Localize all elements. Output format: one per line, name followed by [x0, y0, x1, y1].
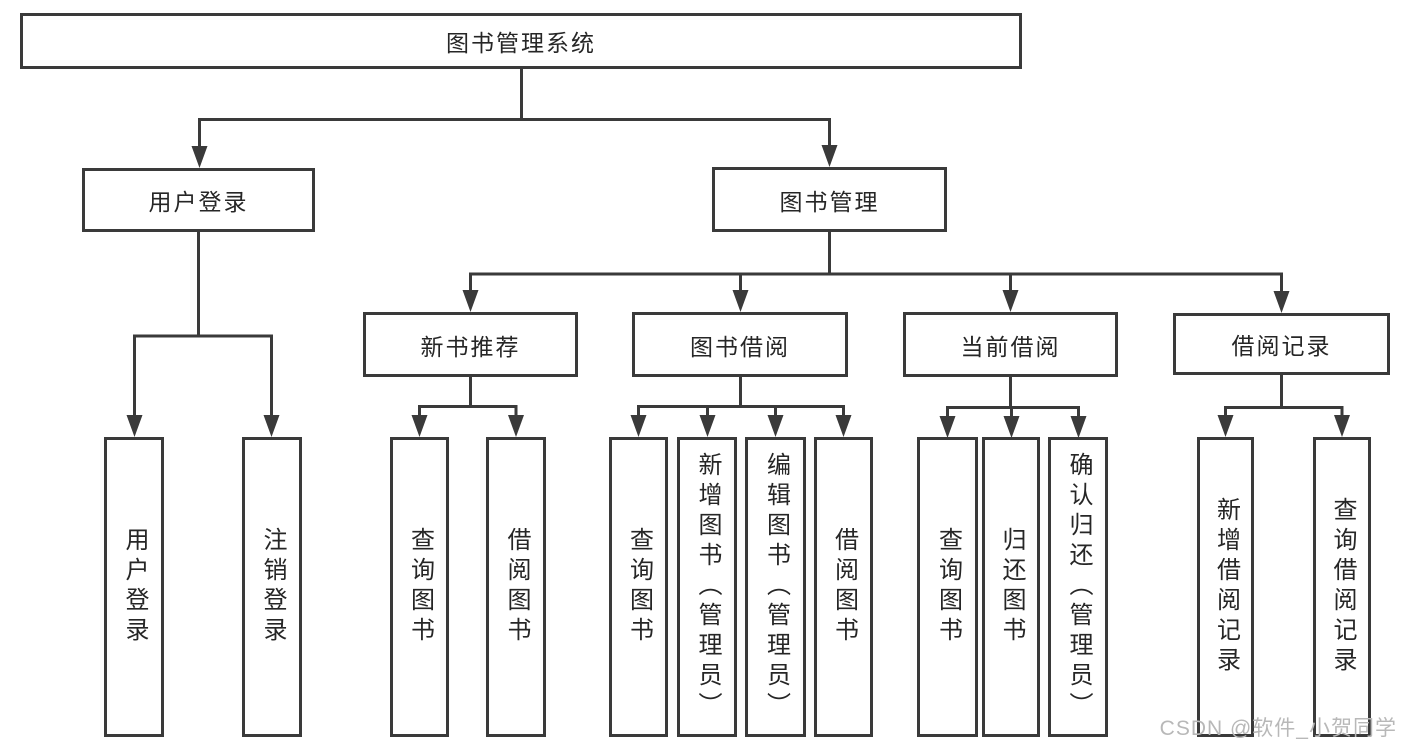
leaf-records-query-record-label: 查询借阅记录 [1329, 497, 1356, 677]
connector-book-borrowing-to-leaves [630, 377, 852, 437]
leaf-borrowing-edit-books-admin: 编辑图书（管理员） [745, 437, 806, 737]
node-borrowing-records-label: 借阅记录 [1231, 333, 1332, 359]
leaf-borrowing-add-books-admin-label: 新增图书（管理员） [694, 452, 721, 722]
csdn-watermark: CSDN @软件_小贺同学 [1159, 717, 1397, 740]
node-current-borrowing-label: 当前借阅 [960, 333, 1061, 360]
connector-borrowing-records-to-leaves [1217, 375, 1350, 437]
connector-current-borrowing-to-leaves [939, 377, 1087, 438]
connector-root-to-level2 [191, 69, 838, 168]
leaf-current-return-books: 归还图书 [982, 437, 1040, 737]
leaf-current-return-books-label: 归还图书 [998, 527, 1025, 647]
leaf-logout-login: 注销登录 [242, 437, 302, 737]
leaf-logout-login-label: 注销登录 [259, 527, 286, 647]
node-book-borrowing-label: 图书借阅 [690, 333, 790, 360]
connector-user-login-to-leaves [126, 232, 280, 437]
node-book-management: 图书管理 [712, 167, 947, 232]
connector-book-management-to-level3 [462, 232, 1290, 313]
leaf-recommend-borrow-books-label: 借阅图书 [503, 527, 530, 647]
leaf-borrowing-add-books-admin: 新增图书（管理员） [677, 437, 737, 737]
node-book-management-label: 图书管理 [779, 188, 880, 215]
leaf-user-login-label: 用户登录 [121, 527, 148, 647]
node-root-system: 图书管理系统 [20, 13, 1022, 69]
node-new-book-recommend-label: 新书推荐 [420, 333, 521, 360]
leaf-borrowing-borrow-books-label: 借阅图书 [830, 527, 858, 647]
leaf-current-query-books-label: 查询图书 [934, 527, 962, 647]
node-user-login-label: 用户登录 [148, 189, 249, 215]
leaf-current-query-books: 查询图书 [917, 437, 978, 737]
leaf-records-add-record-label: 新增借阅记录 [1212, 497, 1240, 677]
leaf-borrowing-edit-books-admin-label: 编辑图书（管理员） [762, 452, 790, 722]
leaf-recommend-query-books: 查询图书 [390, 437, 449, 737]
leaf-recommend-borrow-books: 借阅图书 [486, 437, 546, 737]
leaf-user-login: 用户登录 [104, 437, 164, 737]
leaf-borrowing-query-books-label: 查询图书 [625, 527, 653, 647]
leaf-borrowing-borrow-books: 借阅图书 [814, 437, 873, 737]
leaf-current-confirm-return-admin: 确认归还（管理员） [1048, 437, 1108, 737]
node-new-book-recommend: 新书推荐 [363, 312, 578, 377]
node-user-login: 用户登录 [82, 168, 315, 232]
leaf-records-query-record: 查询借阅记录 [1313, 437, 1371, 737]
node-current-borrowing: 当前借阅 [903, 312, 1118, 377]
leaf-records-add-record: 新增借阅记录 [1197, 437, 1254, 737]
node-book-borrowing: 图书借阅 [632, 312, 848, 377]
leaf-current-confirm-return-admin-label: 确认归还（管理员） [1065, 452, 1092, 722]
leaf-recommend-query-books-label: 查询图书 [406, 527, 434, 647]
node-root-system-label: 图书管理系统 [446, 30, 596, 56]
node-borrowing-records: 借阅记录 [1173, 313, 1390, 375]
connector-new-book-recommend-to-leaves [411, 377, 524, 437]
leaf-borrowing-query-books: 查询图书 [609, 437, 668, 737]
